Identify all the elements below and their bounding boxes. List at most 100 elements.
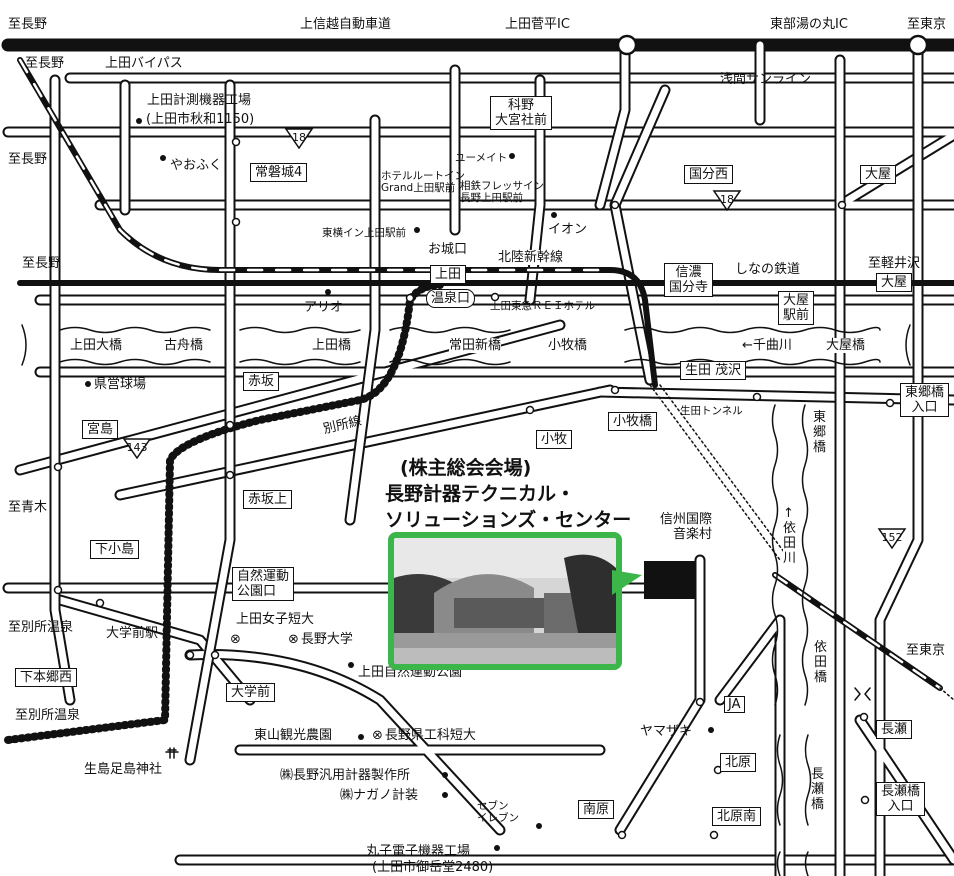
ikuta-tunnel-label: 生田トンネル	[680, 405, 743, 417]
to-nagano-3: 至長野	[22, 256, 62, 271]
signal-oya-2: 大屋	[876, 273, 913, 292]
nagano-daigaku: 長野大学	[288, 632, 353, 647]
shizen-undo-koen-dot	[348, 662, 354, 668]
ueda-station: 上田	[430, 265, 467, 284]
venue-building-marker	[644, 561, 696, 599]
ueda-ohashi: 上田大橋	[70, 338, 123, 353]
to-bessho-onsen-1: 至別所温泉	[8, 620, 74, 635]
signal-ikuta-shigesawa: 生田 茂沢	[680, 361, 747, 380]
oya-station: 大屋 駅前	[778, 291, 815, 325]
signal-shimohongo-nishi: 下本郷西	[15, 668, 78, 687]
headline-line1: (株主総会会場)	[400, 457, 532, 479]
youmeitoku-dot	[509, 153, 515, 159]
ueda-sugadaira-ic: 上田菅平IC	[505, 17, 570, 32]
nagano-keisou-dot	[442, 792, 448, 798]
tobu-yunomaru-ic: 東部湯の丸IC	[770, 17, 848, 32]
to-karuizawa: 至軽井沢	[868, 256, 921, 271]
signal-kitahara: 北原	[720, 753, 757, 772]
ueda-bashi: 上田橋	[312, 338, 352, 353]
to-tokyo-top: 至東京	[907, 17, 947, 32]
oya-bashi: 大屋橋	[826, 338, 866, 353]
onsenguchi-label: 温泉口	[426, 289, 476, 308]
toyoko-inn: 東横イン上田駅前	[322, 227, 406, 239]
signal-shimokojima: 下小島	[90, 540, 140, 559]
signal-shizen-undo-koenguchi: 自然運動 公園口	[232, 567, 295, 601]
kenei-kyujo-dot	[85, 381, 91, 387]
sotetsu-fresa-inn: 相鉄フレッサイン 長野上田駅前	[460, 180, 544, 204]
higashiyama-kanko-noen: 東山観光農園	[250, 727, 337, 744]
venue-photo	[388, 532, 622, 670]
nagano-kenko-tandai: 長野県工科短大	[372, 728, 476, 743]
maruko-denshi-dot	[494, 845, 500, 851]
shinano-kokubunji-station: 信濃 国分寺	[664, 263, 714, 297]
signal-kagano-omiyasha: 科野 大宮社前	[490, 96, 553, 130]
asama-sunline: 浅間サンライン	[720, 72, 812, 87]
to-tokyo-right: 至東京	[906, 643, 946, 658]
togo-bashi: 東郷橋	[813, 410, 827, 455]
to-nagano-1: 至長野	[25, 56, 65, 71]
to-bessho-onsen-2: 至別所温泉	[15, 708, 81, 723]
shinetsu-expressway-label: 上信越自動車道	[300, 17, 392, 32]
signal-kitahara-minami: 北原南	[712, 807, 762, 826]
yamazaki-dot	[708, 727, 714, 733]
maruko-denshi-address: (上田市御岳堂2480)	[372, 860, 494, 875]
nagano-hanyo-dot	[442, 772, 448, 778]
shinshu-kokusai-ongakumura: 信州国際 音楽村	[660, 512, 713, 542]
kofune-bashi: 古舟橋	[164, 338, 204, 353]
komaki-bashi: 小牧橋	[548, 338, 588, 353]
ueda-keisoku-factory: 上田計測機器工場	[147, 93, 252, 108]
ueda-joshi-tandai: 上田女子短大	[236, 612, 315, 627]
route-18-shield-b: 18	[712, 189, 742, 211]
signal-komaki: 小牧	[536, 430, 573, 449]
kenei-kyujo: 県営球場	[94, 377, 147, 392]
toyoko-inn-dot	[414, 227, 420, 233]
maruko-denshi-factory: 丸子電子機器工場	[366, 844, 471, 859]
daigakumae-station: 大学前駅	[106, 626, 159, 641]
ikushima-tarushima-shrine: 生島足島神社	[84, 762, 163, 777]
ueda-tokyu-rei-hotel: 上田東急ＲＥＩホテル	[490, 300, 595, 312]
yoda-bashi: 依田橋	[814, 640, 828, 685]
ueda-keisoku-address: (上田市秋和1150)	[146, 112, 255, 127]
ja: JA	[724, 696, 745, 713]
route-143-shield: 143	[122, 437, 152, 459]
to-aoki: 至青木	[8, 500, 48, 515]
headline-line3: ソリューションズ・センター	[385, 509, 632, 531]
to-nagano-top: 至長野	[8, 17, 48, 32]
signal-komaki-bashi: 小牧橋	[608, 412, 658, 431]
nagano-keisou: ㈱ナガノ計装	[340, 788, 419, 803]
aeon-dot	[551, 212, 557, 218]
signal-miyajima: 宮島	[82, 420, 119, 439]
ueda-keisoku-dot	[136, 118, 142, 124]
signal-akasaka-ue: 赤坂上	[243, 490, 293, 509]
seven-eleven-dot	[536, 823, 542, 829]
yoda-river: ↑依田川	[783, 506, 797, 566]
seven-eleven: セブン イレブン	[477, 800, 519, 824]
signal-minamihara: 南原	[578, 800, 615, 819]
signal-akasaka: 赤坂	[243, 372, 280, 391]
aeon: イオン	[548, 222, 588, 237]
signal-tokiwagi4: 常磐城4	[250, 163, 308, 182]
yaofuku: やおふく	[170, 158, 223, 173]
route-152-shield: 152	[877, 527, 907, 549]
signal-oya: 大屋	[860, 165, 897, 184]
headline-line2: 長野計器テクニカル・	[385, 483, 576, 505]
hotel-route-inn: ホテルルートイン Grand上田駅前	[381, 170, 465, 194]
nagase-bashi: 長瀬橋	[811, 767, 825, 812]
nagano-hanyo-keiki: ㈱長野汎用計器製作所	[280, 768, 411, 783]
route-18-shield-a: 18	[284, 127, 314, 149]
signal-nagase-bashi-iriguchi: 長瀬橋 入口	[876, 782, 926, 816]
yaofuku-dot	[160, 155, 166, 161]
signal-daigakumae: 大学前	[226, 683, 276, 702]
chikuma-river: ←千曲川	[742, 338, 792, 353]
signal-nagase: 長瀬	[876, 720, 913, 739]
yamazaki: ヤマザキ	[640, 724, 693, 739]
signal-togo-bashi-iriguchi: 東郷橋 入口	[900, 383, 950, 417]
oshiroguchi-label: お城口	[428, 242, 468, 257]
youmeitoku: ユーメイト	[455, 152, 508, 164]
shinano-railway-label: しなの鉄道	[735, 262, 801, 277]
ueda-bypass: 上田バイパス	[105, 56, 183, 71]
to-nagano-2: 至長野	[8, 152, 48, 167]
signal-kokubu-nishi: 国分西	[684, 165, 734, 184]
